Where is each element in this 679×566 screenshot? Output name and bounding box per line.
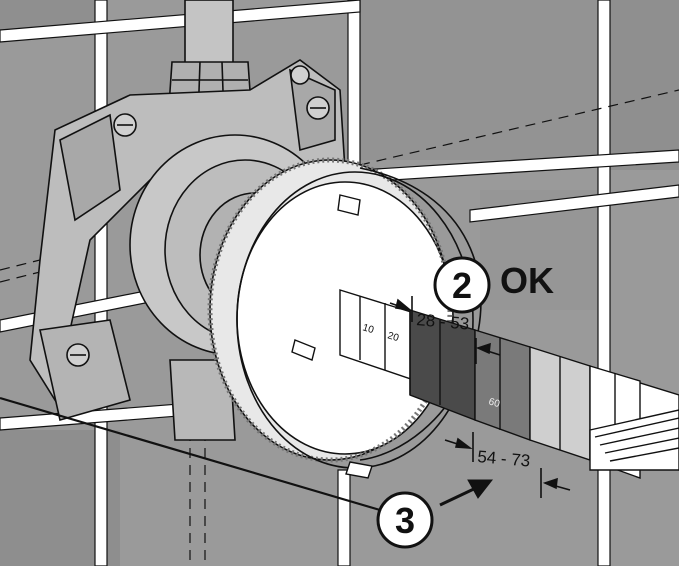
range-top-marker <box>389 296 501 364</box>
callout-3-number: 3 <box>395 500 415 541</box>
range-bottom-label: 54 - 73 <box>477 447 531 471</box>
measuring-gauge <box>339 289 679 479</box>
leader-line-3 <box>0 396 381 512</box>
gauge-tick-20: 20 <box>386 330 400 344</box>
gauge-tick-60: 60 <box>487 396 501 410</box>
arrow-3 <box>439 479 494 507</box>
sleeve-notches <box>291 194 373 479</box>
range-bottom-marker <box>444 432 571 498</box>
callout-3: 3 <box>376 491 434 549</box>
status-ok-label: OK <box>500 260 554 301</box>
callout-2: 2 OK <box>433 256 554 314</box>
range-top-label: 28 - 53 <box>416 310 470 334</box>
gauge-tick-10: 10 <box>361 322 375 336</box>
callout-2-number: 2 <box>452 265 472 306</box>
